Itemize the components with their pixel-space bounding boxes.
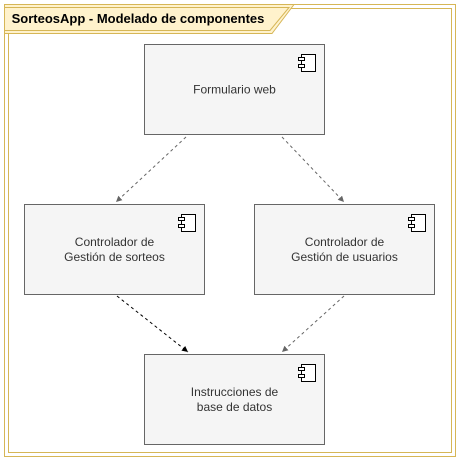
component-label: Instrucciones de base de datos	[190, 384, 279, 414]
edge-sorteos-bd	[116, 295, 189, 353]
component-icon	[298, 364, 316, 382]
component-controlador-sorteos[interactable]: Controlador de Gestión de sorteos	[24, 204, 205, 295]
edge-usuarios-bd	[281, 295, 345, 353]
component-label: Formulario web	[193, 82, 276, 96]
component-icon	[178, 214, 196, 232]
component-instrucciones-bd[interactable]: Instrucciones de base de datos	[144, 354, 325, 445]
title-tab-shape	[4, 4, 296, 34]
component-label: Controlador de Gestión de usuarios	[291, 234, 398, 264]
component-label: Controlador de Gestión de sorteos	[64, 234, 165, 264]
component-icon	[298, 54, 316, 72]
edge-formulario-usuarios	[281, 136, 345, 203]
edge-formulario-sorteos	[115, 136, 187, 203]
component-formulario-web[interactable]: Formulario web	[144, 44, 325, 135]
title-tab: SorteosApp - Modelado de componentes	[4, 4, 296, 35]
component-controlador-usuarios[interactable]: Controlador de Gestión de usuarios	[254, 204, 435, 295]
diagram-title: SorteosApp - Modelado de componentes	[11, 11, 265, 26]
component-icon	[408, 214, 426, 232]
